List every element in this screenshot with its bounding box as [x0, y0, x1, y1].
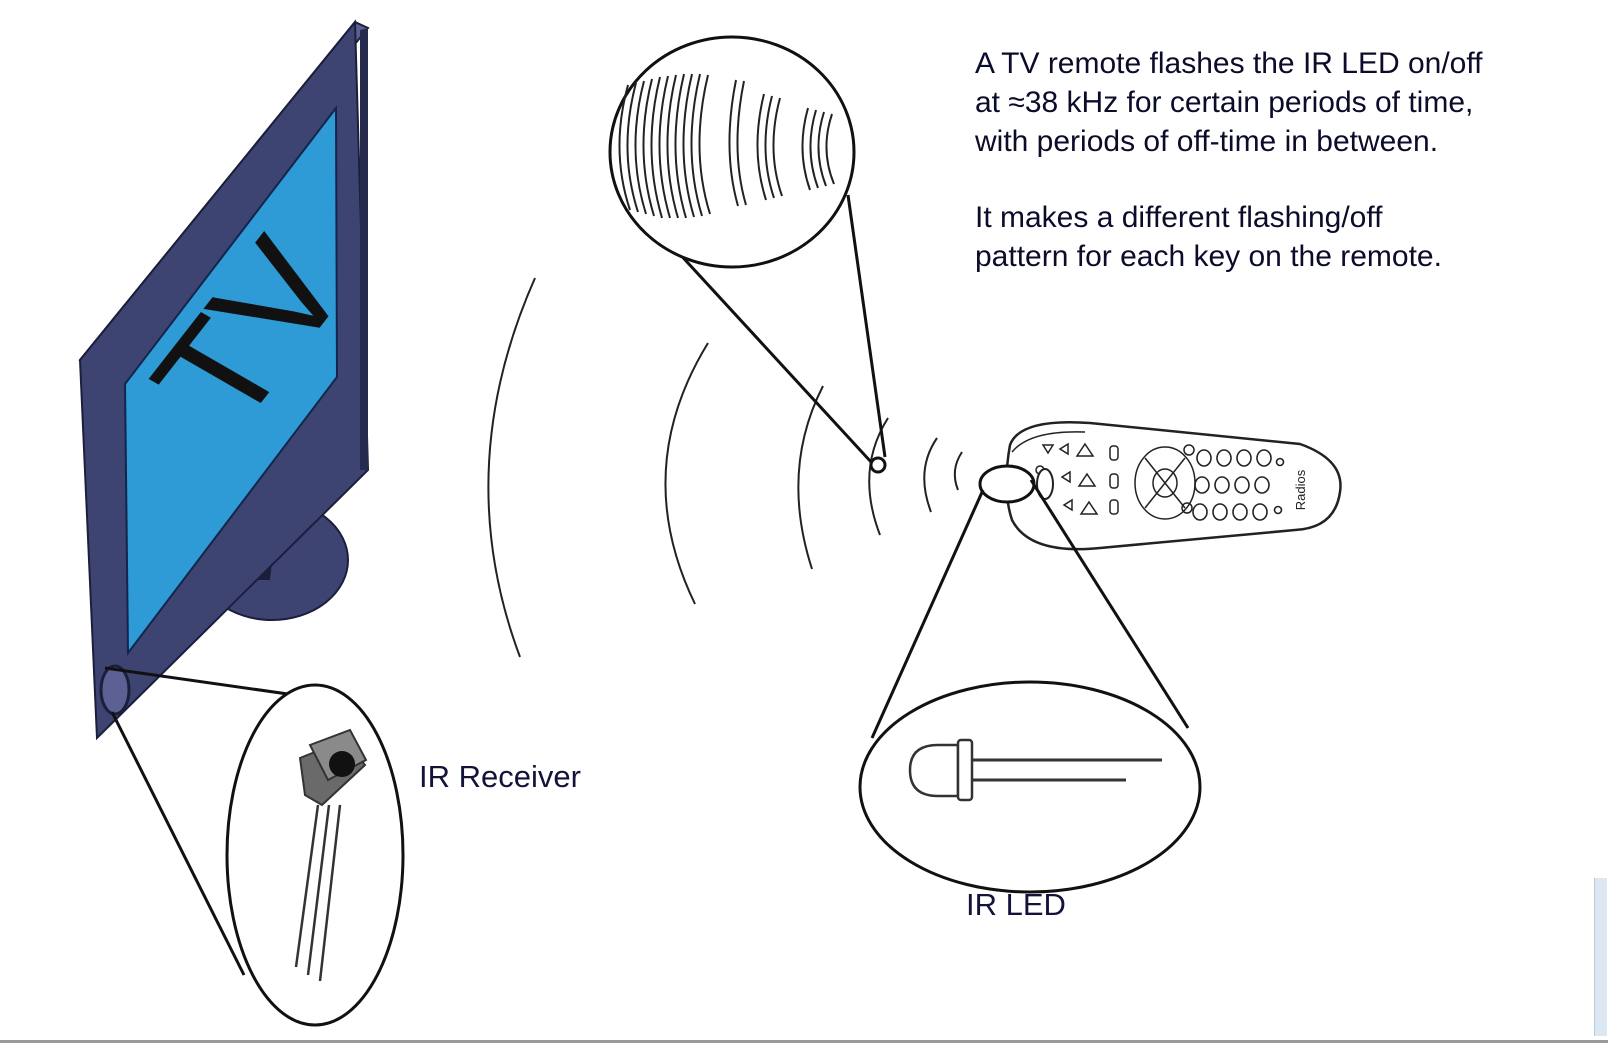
remote-control-icon: Radios — [1005, 421, 1342, 551]
remote-brand-text: Radios — [1293, 469, 1308, 510]
ir-led-icon — [908, 738, 1162, 802]
receiver-zoom — [104, 666, 405, 1027]
side-scroll-strip[interactable] — [1594, 878, 1607, 1036]
led-zoom — [858, 464, 1202, 894]
ir-receiver-label: IR Receiver — [419, 759, 581, 794]
tv-monitor: TV — [78, 19, 383, 741]
description-paragraph-1: A TV remote flashes the IR LED on/off at… — [975, 47, 1483, 158]
ir-receiver-icon — [294, 728, 368, 982]
tv-receiver-window — [99, 664, 131, 716]
ir-led-label: IR LED — [966, 887, 1066, 922]
signal-zoom — [608, 35, 887, 474]
bottom-divider — [0, 1040, 1608, 1043]
ir-wave-icon — [487, 277, 963, 658]
description-paragraph-2: It makes a different flashing/off patter… — [975, 201, 1442, 273]
remote-led-window — [1036, 468, 1054, 500]
modulated-pulse-pattern — [618, 73, 835, 219]
